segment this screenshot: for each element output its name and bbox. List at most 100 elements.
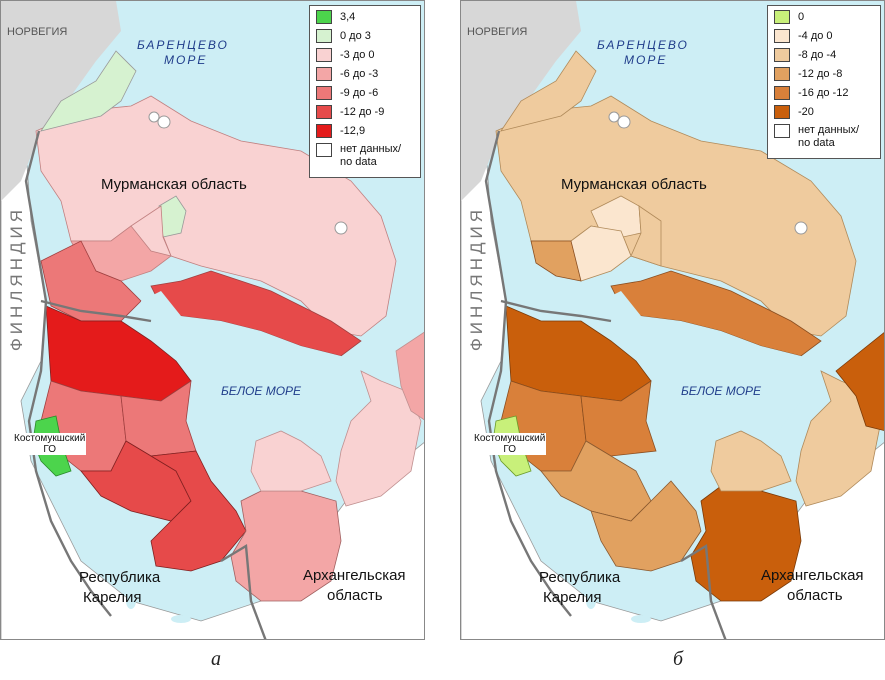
legend-row: -20 [774,105,874,124]
legend-swatch [316,10,332,24]
legend-swatch [316,143,332,157]
kostomuksha-label-line1: Костомукшский [14,433,86,444]
island-marker [617,115,631,129]
region-kandalaksha [610,270,822,357]
legend-label: -12 до -9 [340,106,385,118]
kostomuksha-label-line2: ГО [503,444,516,455]
lake [631,615,651,623]
region-border [500,299,612,323]
legend-swatch [316,124,332,138]
legend-row: -9 до -6 [316,86,414,105]
legend-b: 0 -4 до 0 -8 до -4 -12 до -8 -16 до -12 … [767,5,881,159]
legend-row: -6 до -3 [316,67,414,86]
legend-row: -3 до 0 [316,48,414,67]
region-border-karelia-arkh [220,543,267,639]
lake [586,593,596,609]
region-murmansk_north [500,50,597,132]
legend-swatch [316,48,332,62]
white-sea [141,291,361,541]
island-marker [794,221,808,235]
karelia-label-line2: Карелия [543,589,602,606]
legend-row: нет данных/ no data [774,124,874,154]
region-border [40,299,152,323]
legend-swatch [774,10,790,24]
murmansk-label: Мурманская область [101,176,247,193]
region-murmansk_north [40,50,137,132]
legend-label: 3,4 [340,11,356,23]
legend-label: -3 до 0 [340,49,375,61]
arkhangelsk-label-line2: область [327,587,383,604]
karelia-label-line1: Республика [539,569,621,586]
white-sea [601,291,821,541]
karelia-label-line1: Республика [79,569,161,586]
map-panel-b: 0 -4 до 0 -8 до -4 -12 до -8 -16 до -12 … [460,0,885,640]
legend-label: -6 до -3 [340,68,379,80]
barents-sea-label-line1: БАРЕНЦЕВО [137,38,229,52]
map-svg-a [1,1,424,639]
legend-swatch [774,48,790,62]
region-arkh_mezen [250,430,332,492]
legend-swatch [774,29,790,43]
caption-a: а [211,648,221,670]
lake [171,615,191,623]
legend-swatch [316,67,332,81]
legend-swatch [316,86,332,100]
murmansk-label: Мурманская область [561,176,707,193]
region-arkh_mezen [710,430,792,492]
map-panel-a: 3,4 0 до 3 -3 до 0 -6 до -3 -9 до -6 -12… [0,0,425,640]
white-sea-label: БЕЛОЕ МОРЕ [221,384,302,398]
region-arkh_peninsula [335,370,422,507]
legend-label: -9 до -6 [340,87,379,99]
legend-row: -4 до 0 [774,29,874,48]
country-border [24,130,112,617]
legend-label: 0 [798,11,805,23]
region-arkh_onega [230,490,342,602]
finland-label: ФИНЛЯНДИЯ [467,206,486,352]
norway-label: НОРВЕГИЯ [7,26,68,38]
legend-row: -12 до -9 [316,105,414,124]
region-karelia_south_w [540,440,652,522]
island-marker [334,221,348,235]
legend-row: -16 до -12 [774,86,874,105]
norway-label: НОРВЕГИЯ [467,26,528,38]
legend-swatch [774,67,790,81]
legend-label: -16 до -12 [798,87,849,99]
legend-row: 3,4 [316,10,414,29]
legend-label: нет данных/ no data [340,143,402,168]
legend-label: -4 до 0 [798,30,833,42]
kostomuksha-label-line1: Костомукшский [474,433,546,444]
finland-label: ФИНЛЯНДИЯ [7,206,26,352]
legend-row: 0 до 3 [316,29,414,48]
barents-sea-label-line2: МОРЕ [624,53,668,67]
region-kandalaksha [150,270,362,357]
arkhangelsk-label-line2: область [787,587,843,604]
legend-swatch [774,124,790,138]
arkhangelsk-label-line1: Архангельская [303,567,406,584]
legend-swatch [774,105,790,119]
region-border-karelia-arkh [680,543,727,639]
legend-swatch [774,86,790,100]
region-murmansk_west [530,240,582,282]
region-arkh_east [835,332,884,431]
legend-a: 3,4 0 до 3 -3 до 0 -6 до -3 -9 до -6 -12… [309,5,421,178]
legend-row: нет данных/ no data [316,143,414,173]
arkhangelsk-label-line1: Архангельская [761,567,864,584]
island-marker [608,111,620,123]
region-karelia_south_e [149,450,247,572]
legend-swatch [316,29,332,43]
legend-row: -8 до -4 [774,48,874,67]
legend-label: -12,9 [340,125,366,137]
island-marker [157,115,171,129]
region-arkh_east [395,331,424,421]
map-svg-b [461,1,884,639]
legend-label: нет данных/ no data [798,124,860,149]
legend-label: -12 до -8 [798,68,843,80]
legend-row: -12 до -8 [774,67,874,86]
region-murmansk_center_b [630,205,662,267]
karelia-label-line2: Карелия [83,589,142,606]
barents-sea-label-line2: МОРЕ [164,53,208,67]
kostomuksha-label-line2: ГО [43,444,56,455]
legend-label: -8 до -4 [798,49,837,61]
